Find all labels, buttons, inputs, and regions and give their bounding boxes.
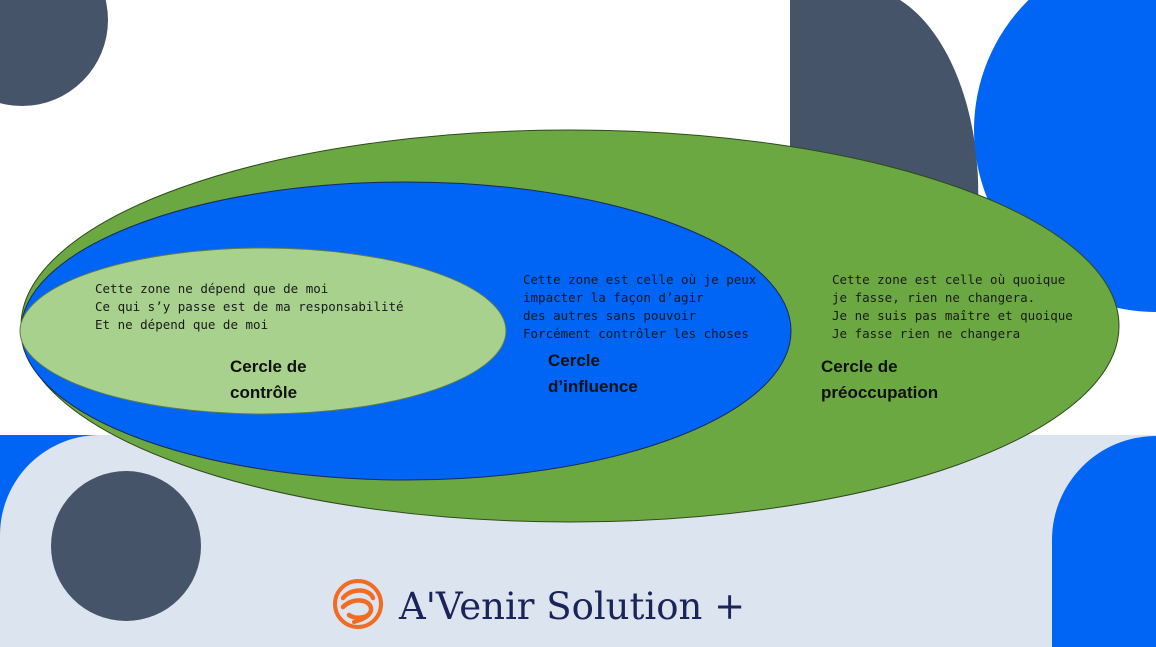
orange-swirl-logo-icon xyxy=(333,579,383,629)
control-title-line1: Cercle de xyxy=(230,357,307,376)
bottom-right-blue-shape xyxy=(1052,436,1156,647)
top-left-slate-circle xyxy=(0,0,108,106)
influence-line: des autres sans pouvoir xyxy=(523,308,697,323)
control-circle-title: Cercle de contrôle xyxy=(230,357,311,402)
influence-circle-title: Cercle d’influence xyxy=(548,351,638,396)
control-line: Cette zone ne dépend que de moi xyxy=(95,281,328,296)
influence-line: Forcément contrôler les choses xyxy=(523,326,749,341)
influence-title-line2: d’influence xyxy=(548,377,638,396)
preoccupation-line: je fasse, rien ne changera. xyxy=(832,290,1035,305)
control-title-line2: contrôle xyxy=(230,383,297,402)
control-line: Et ne dépend que de moi xyxy=(95,317,268,332)
preoccupation-line: Cette zone est celle où quoique xyxy=(832,272,1065,287)
influence-title-line1: Cercle xyxy=(548,351,600,370)
preoccupation-title-line1: Cercle de xyxy=(821,357,898,376)
control-ellipse xyxy=(19,247,507,415)
preoccupation-line: Je ne suis pas maître et quoique xyxy=(832,308,1073,323)
control-line: Ce qui s’y passe est de ma responsabilit… xyxy=(95,299,404,314)
influence-line: impacter la façon d’agir xyxy=(523,290,704,305)
brand-name: A'Venir Solution + xyxy=(398,585,745,628)
influence-zone-description: Cette zone est celle où je peux impacter… xyxy=(523,272,764,341)
bottom-left-slate-circle xyxy=(51,471,201,621)
influence-line: Cette zone est celle où je peux xyxy=(523,272,757,287)
preoccupation-line: Je fasse rien ne changera xyxy=(832,326,1020,341)
preoccupation-zone-description: Cette zone est celle où quoique je fasse… xyxy=(832,272,1080,341)
preoccupation-circle-title: Cercle de préoccupation xyxy=(821,357,938,402)
control-zone-description: Cette zone ne dépend que de moi Ce qui s… xyxy=(95,281,411,332)
preoccupation-title-line2: préoccupation xyxy=(821,383,938,402)
